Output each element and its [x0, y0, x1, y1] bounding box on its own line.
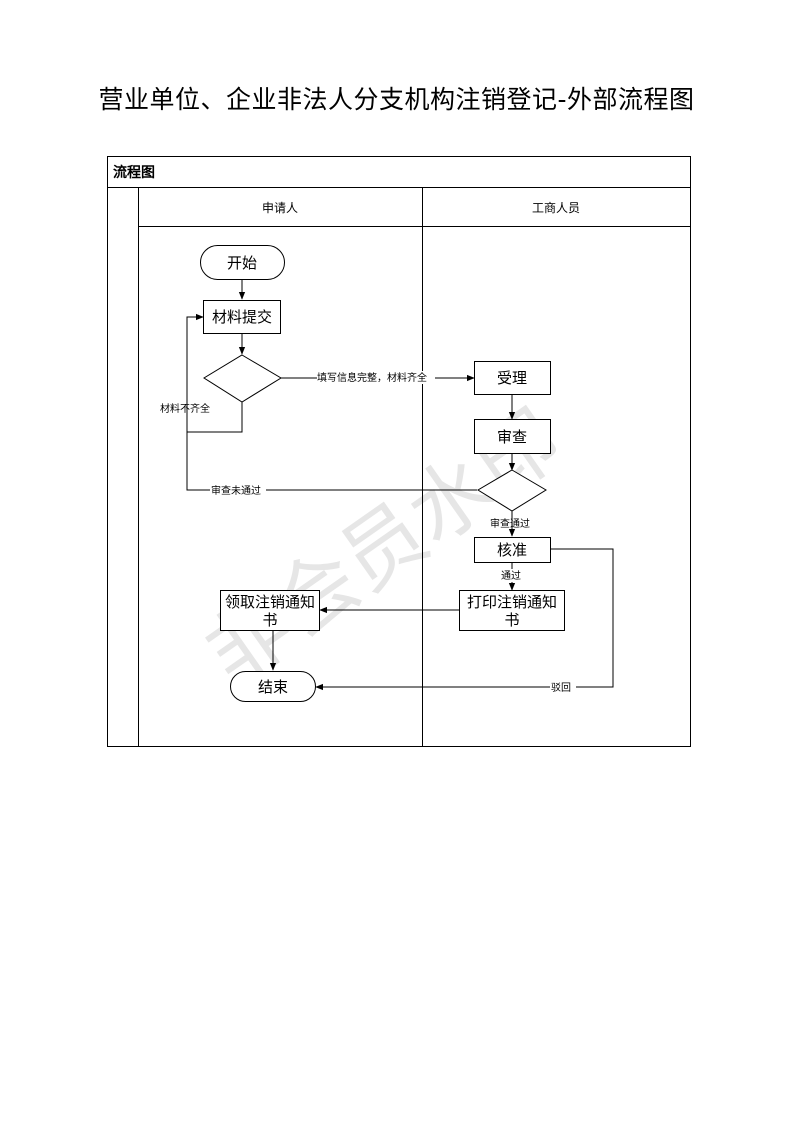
node-receive-label-line2: 书	[262, 611, 277, 629]
node-end	[230, 671, 316, 702]
node-start	[200, 245, 285, 280]
frame	[107, 156, 691, 747]
node-receive-notice	[220, 590, 320, 631]
node-review	[474, 419, 551, 454]
frame-border	[107, 156, 691, 747]
edge-label-incomplete: 材料不齐全	[160, 402, 210, 415]
edge-label-verify-pass: 通过	[501, 569, 521, 582]
node-verify	[474, 537, 551, 563]
node-review-decision	[477, 469, 547, 512]
node-end-label: 结束	[258, 678, 288, 696]
edge-reject	[315, 548, 614, 691]
page-title: 营业单位、企业非法人分支机构注销登记-外部流程图	[98, 85, 695, 114]
node-print-notice	[459, 590, 565, 631]
node-print-label-line1: 打印注销通知	[467, 593, 557, 611]
node-completeness-decision	[203, 354, 282, 403]
node-submit	[203, 300, 281, 334]
node-start-label: 开始	[227, 254, 257, 272]
node-review-label: 审查	[497, 428, 527, 446]
edge-label-review-fail: 审查未通过	[211, 484, 261, 497]
lane-staff-label: 工商人员	[532, 200, 580, 215]
node-verify-label: 核准	[497, 541, 527, 559]
edge-label-review-pass: 审查通过	[490, 517, 530, 530]
node-submit-label: 材料提交	[212, 308, 272, 326]
edge-label-reject: 驳回	[551, 682, 571, 694]
edge-label-bg-complete	[317, 371, 435, 384]
edge-label-complete: 填写信息完整，材料齐全	[317, 371, 427, 384]
edge-label-bg-verify-pass	[500, 569, 524, 582]
node-print-label-line2: 书	[504, 611, 519, 629]
edge-label-bg-reject	[550, 681, 576, 694]
edge-label-bg-review-fail	[210, 483, 266, 496]
node-receive-label-line1: 领取注销通知	[225, 593, 315, 611]
node-accept	[474, 361, 551, 395]
lane-applicant-label: 申请人	[262, 201, 298, 215]
node-accept-label: 受理	[497, 369, 527, 387]
frame-title: 流程图	[113, 164, 155, 181]
edge-review-fail-loop	[186, 432, 477, 491]
